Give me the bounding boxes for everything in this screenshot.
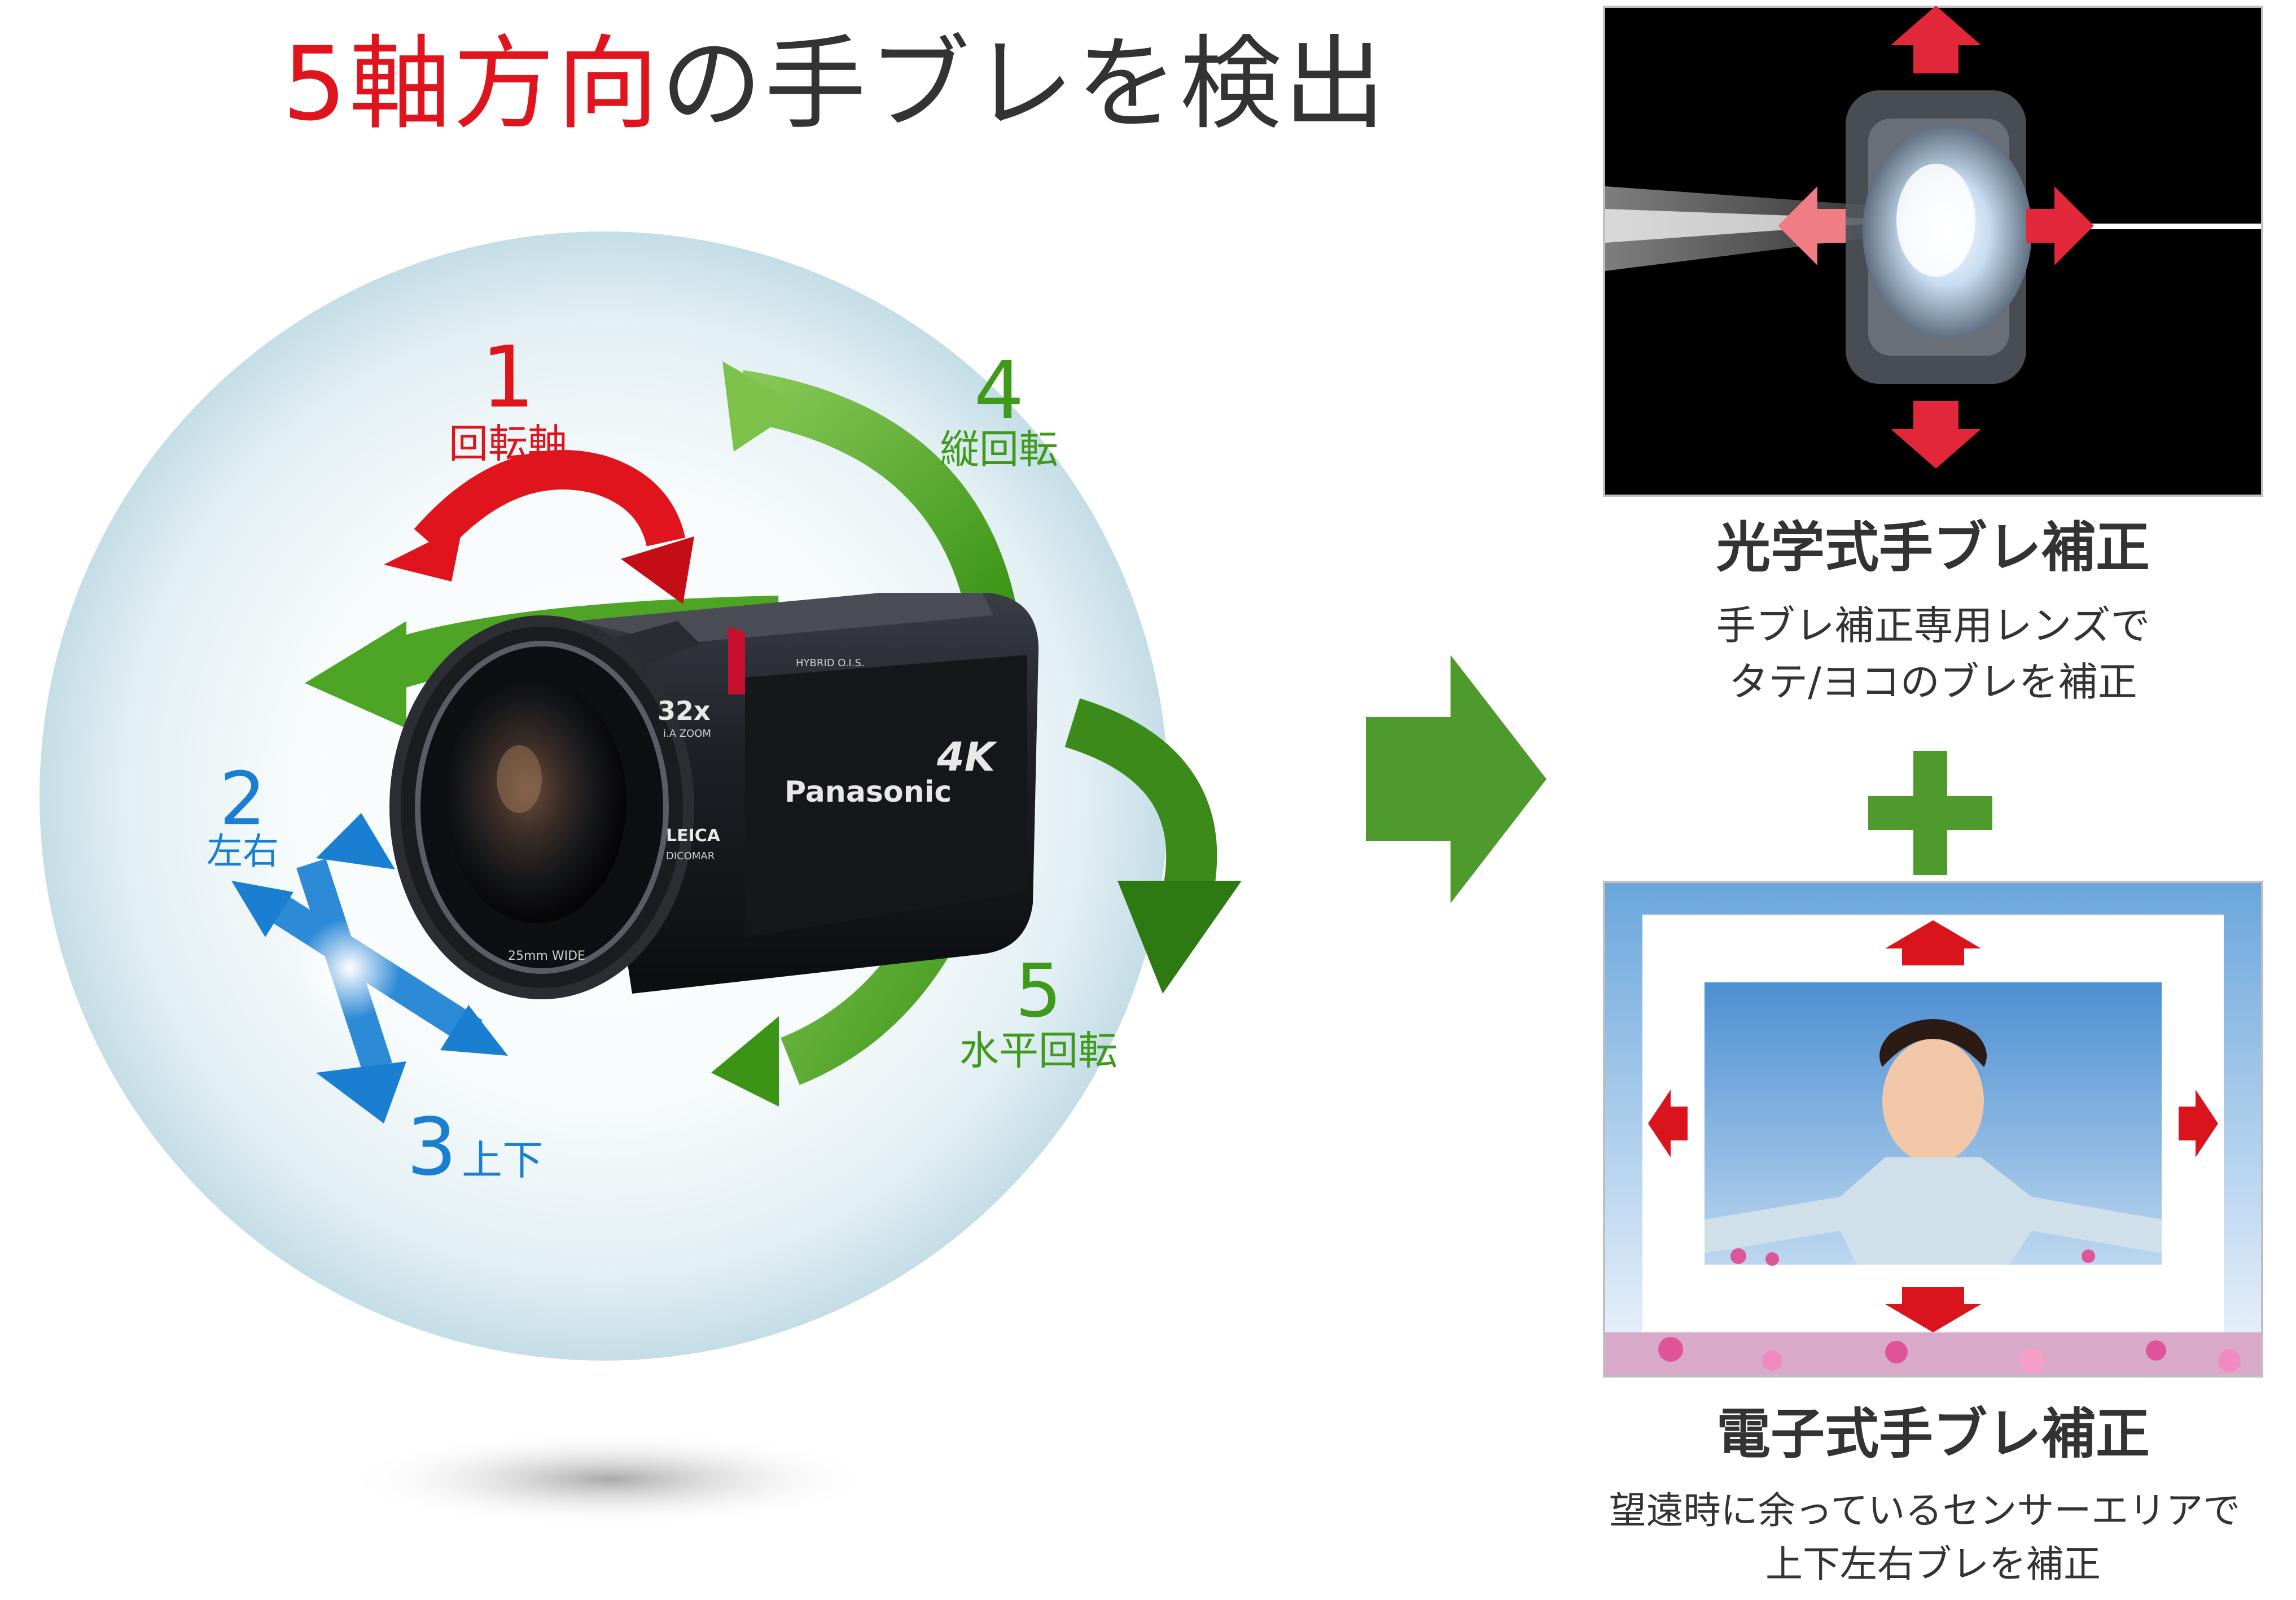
- camera-lens-ring: 25mm WIDE: [508, 949, 585, 963]
- sphere-shadow: [344, 1431, 875, 1527]
- axis-2-number: 2: [220, 756, 266, 842]
- camera-lens-sub: DICOMAR: [666, 850, 715, 862]
- axis-1-label: 回転軸: [449, 421, 567, 467]
- electronic-title: 電子式手ブレ補正: [1716, 1402, 2150, 1466]
- camera-zoom: 32x: [658, 696, 711, 726]
- axis-4-number: 4: [974, 345, 1024, 437]
- optical-title: 光学式手ブレ補正: [1716, 516, 2150, 579]
- axis-2-3-arrows: [231, 813, 508, 1124]
- axis-3-number: 3: [406, 1101, 457, 1194]
- optical-stabilizer-image: [1603, 6, 2263, 497]
- camcorder: Panasonic 4K 32x i.A ZOOM LEICA DICOMAR …: [389, 593, 1039, 999]
- electronic-stabilizer-image: [1603, 881, 2263, 1378]
- axis-1-number: 1: [481, 329, 534, 427]
- axis-2-label: 左右: [207, 831, 279, 873]
- plus-icon: [1868, 751, 1992, 875]
- camera-lens-brand: LEICA: [666, 826, 721, 846]
- five-axis-title-accent: 5軸方向: [282, 25, 661, 143]
- camera-zoom-sub: i.A ZOOM: [663, 728, 711, 740]
- optical-desc-line2: タテ/ヨコのブレを補正: [1729, 659, 2137, 705]
- camera-brand: Panasonic: [785, 775, 952, 809]
- five-axis-title-rest: の手ブレを検出: [660, 25, 1388, 143]
- electronic-desc-line2: 上下左右ブレを補正: [1765, 1542, 2101, 1586]
- five-axis-diagram: Panasonic 4K 32x i.A ZOOM LEICA DICOMAR …: [40, 231, 1242, 1527]
- camera-4k-badge: 4K: [936, 734, 998, 780]
- electronic-desc-line1: 望遠時に余っているセンサーエリアで: [1609, 1489, 2241, 1532]
- axis-5-label: 水平回転: [959, 1028, 1118, 1074]
- axis-4-label: 縦回転: [940, 426, 1058, 473]
- axis-3-label: 上下: [462, 1136, 543, 1184]
- five-axis-title: 5軸方向の手ブレを検出: [282, 23, 1386, 147]
- axis-5-number: 5: [1015, 948, 1062, 1034]
- axis-1-arrow: [384, 450, 694, 604]
- optical-desc-line1: 手ブレ補正専用レンズで: [1716, 602, 2150, 649]
- camera-hybrid-label: HYBRID O.I.S.: [796, 657, 865, 669]
- flow-arrow-icon: [1366, 655, 1546, 903]
